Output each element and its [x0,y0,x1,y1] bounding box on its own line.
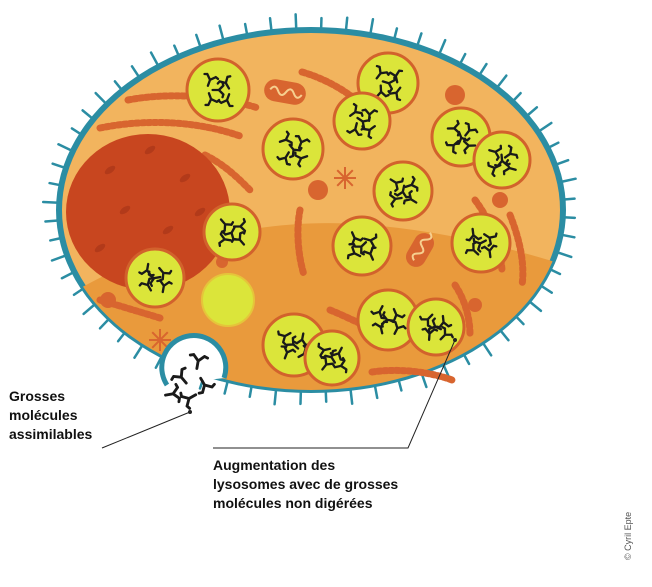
cilium [174,46,178,54]
cilium [542,287,551,293]
vesicle [492,192,508,208]
cilium [558,160,568,164]
cilium [225,383,228,394]
cilium [296,14,297,27]
vesicle [100,292,116,308]
vesicle [468,298,482,312]
cilium [566,217,575,218]
cilium [52,256,64,260]
cilium [196,35,200,45]
cilium [58,144,70,150]
cilium [563,179,576,182]
cilium [72,128,80,133]
cilium [115,81,121,88]
label-line: Grosses [9,387,92,406]
cilium [531,303,541,311]
cilium [418,33,421,43]
cilium [529,107,537,114]
cilium [45,221,56,222]
lysosome-icon [204,204,260,260]
cilium [371,19,373,32]
cilium [566,199,575,200]
cilium [270,18,271,29]
cilium [134,347,141,358]
label-line: molécules non digérées [213,494,398,513]
cilium [395,28,397,37]
cilium [84,306,94,314]
lysosome-icon [126,249,184,307]
leader-line-left [102,412,190,448]
cilium [375,387,377,398]
lysosome-icon [263,119,323,179]
cilium [399,382,401,391]
lysosome-icon [334,93,390,149]
label-large-molecules: Grosses molécules assimilables [9,387,92,444]
label-line: lysosomes avec de grosses [213,475,398,494]
cilium [100,320,108,328]
lysosome-icon [408,299,464,355]
lysosome-icon [452,214,510,272]
cilium [74,290,81,295]
vesicle [308,180,328,200]
cilium [346,18,347,29]
cilium [550,143,558,147]
copyright-credit: © Cyril Epte [623,512,633,560]
cilium [50,238,59,240]
cilium [245,24,247,33]
cilium [50,183,59,185]
molecule-icon [164,384,180,404]
cilium [220,26,223,39]
cilium [484,344,491,355]
cilium [275,391,276,404]
cilium [559,253,571,257]
cilium [62,273,72,278]
cilium [83,110,92,117]
cilium [118,334,124,341]
cilium [552,270,560,274]
cilium [465,356,469,364]
lysosome-icon [305,331,359,385]
label-line: Augmentation des [213,456,398,475]
leader-dot-right [453,338,457,342]
cilium [517,318,523,324]
centrosome-icon [334,167,356,189]
vesicle [445,85,465,105]
label-lysosomes: Augmentation des lysosomes avec de gross… [213,456,398,513]
label-line: assimilables [9,425,92,444]
cilium [461,54,465,62]
cilium [53,164,63,167]
cilium [564,235,575,237]
lysosome-icon [333,217,391,275]
cilium [440,40,445,52]
lysosome-icon [374,162,432,220]
cilium [151,53,157,64]
cilium [501,332,508,341]
lysosome-icon [474,132,530,188]
cilium [481,64,487,73]
cilium [351,391,352,404]
nucleolus [202,274,254,326]
cilium [250,388,252,397]
leader-dot-left [188,410,192,414]
cilium [132,66,138,75]
cilium [541,123,552,130]
cilium [514,93,520,100]
molecule-icon [180,387,200,409]
cilium [43,202,56,203]
cilium [498,76,506,86]
label-line: molécules [9,406,92,425]
cilium [96,93,105,102]
lysosome-icon [187,59,249,121]
